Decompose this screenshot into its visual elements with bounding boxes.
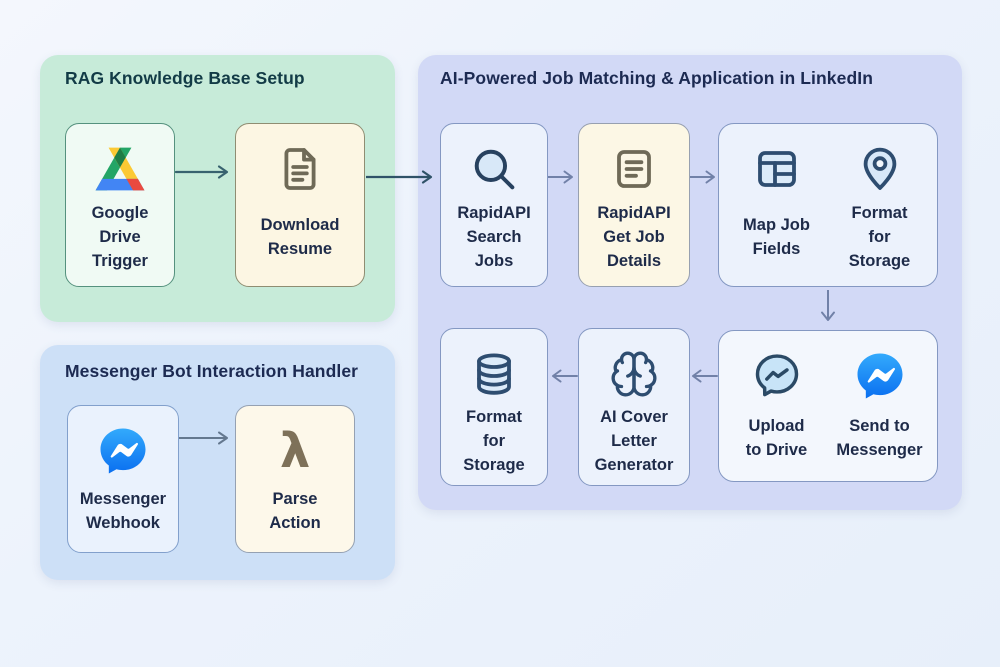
arrow-get-job-details-to-map-fields xyxy=(690,170,715,184)
messenger-outline-icon xyxy=(751,349,803,403)
step-send-to-messenger: Send to Messenger xyxy=(828,349,931,469)
step-upload-to-drive: Upload to Drive xyxy=(725,349,828,469)
database-icon xyxy=(470,347,518,401)
group-title-rag: RAG Knowledge Base Setup xyxy=(65,68,305,88)
node-label: Send to Messenger xyxy=(836,417,923,459)
arrow-ai-cover-letter-to-format-storage xyxy=(552,369,578,383)
node-parse-action: λ Parse Action xyxy=(235,405,355,553)
arrow-upload-to-ai-cover-letter xyxy=(692,369,718,383)
search-icon xyxy=(469,142,519,196)
node-messenger-webhook: Messenger Webhook xyxy=(67,405,179,553)
node-label: Format for Storage xyxy=(463,408,525,474)
map-pin-icon xyxy=(856,142,904,196)
node-label: Upload to Drive xyxy=(745,417,808,459)
node-rapidapi-search-jobs: RapidAPI Search Jobs xyxy=(440,123,548,287)
node-label: Format for Storage xyxy=(848,204,911,270)
arrow-search-jobs-to-get-job-details xyxy=(548,170,573,184)
node-format-for-storage: Format for Storage xyxy=(440,328,548,486)
document-lines-icon xyxy=(610,142,658,196)
node-label: Parse Action xyxy=(269,490,321,532)
group-ai-powered-job-matching: AI-Powered Job Matching & Application in… xyxy=(418,55,962,510)
step-format-for-storage: Format for Storage xyxy=(828,142,931,274)
google-drive-icon xyxy=(94,142,146,196)
node-google-drive-trigger: Google Drive Trigger xyxy=(65,123,175,287)
arrow-drive-trigger-to-download-resume xyxy=(175,165,229,179)
node-rapidapi-get-job-details: RapidAPI Get Job Details xyxy=(578,123,690,287)
arrow-download-resume-to-search-jobs xyxy=(366,170,433,184)
lambda-icon: λ xyxy=(279,423,311,479)
layout-table-icon xyxy=(753,142,801,196)
node-label: Google Drive Trigger xyxy=(91,204,149,270)
arrow-map-fields-down-to-upload xyxy=(821,290,835,321)
node-map-fields-format-storage: Map Job Fields Format for Storage xyxy=(718,123,938,287)
messenger-solid-icon xyxy=(96,424,150,478)
document-icon xyxy=(276,142,324,196)
node-label: Messenger Webhook xyxy=(79,490,167,532)
group-rag-knowledge-base-setup: RAG Knowledge Base Setup Google Drive Tr… xyxy=(40,55,395,322)
group-title-job-matching: AI-Powered Job Matching & Application in… xyxy=(440,68,874,88)
node-upload-drive-send-messenger: Upload to Drive Send to Messenger xyxy=(718,330,938,482)
brain-icon xyxy=(609,347,659,401)
step-map-job-fields: Map Job Fields xyxy=(725,142,828,274)
node-download-resume: Download Resume xyxy=(235,123,365,287)
node-label: AI Cover Letter Generator xyxy=(594,408,674,474)
node-label: RapidAPI Get Job Details xyxy=(597,204,671,270)
node-label: Map Job Fields xyxy=(743,216,810,258)
node-label: Download Resume xyxy=(260,216,340,258)
node-label: RapidAPI Search Jobs xyxy=(457,204,531,270)
node-ai-cover-letter-generator: AI Cover Letter Generator xyxy=(578,328,690,486)
arrow-webhook-to-parse-action xyxy=(179,431,228,445)
messenger-solid-icon xyxy=(853,349,907,403)
group-title-messenger-bot: Messenger Bot Interaction Handler xyxy=(65,361,359,381)
group-messenger-bot-handler: Messenger Bot Interaction Handler Messen… xyxy=(40,345,395,580)
